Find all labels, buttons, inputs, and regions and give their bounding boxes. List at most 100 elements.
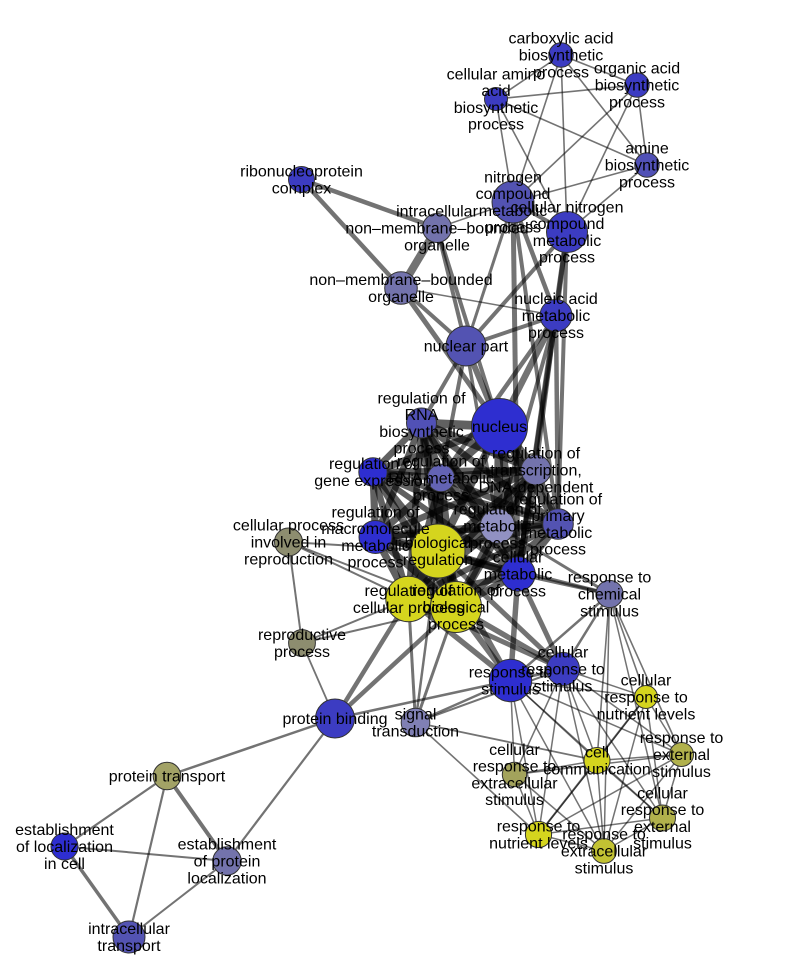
svg-text:metabolic: metabolic <box>522 308 590 325</box>
svg-text:DNA-dependent: DNA-dependent <box>479 479 594 496</box>
svg-text:complex: complex <box>272 180 332 197</box>
svg-text:response to: response to <box>568 570 652 587</box>
svg-text:cellular: cellular <box>637 785 688 802</box>
svg-text:metabolic: metabolic <box>463 519 531 536</box>
svg-text:stimulus: stimulus <box>534 678 593 695</box>
svg-text:compound: compound <box>530 216 605 233</box>
svg-text:cellular: cellular <box>621 673 672 690</box>
svg-text:regulation of: regulation of <box>492 446 581 463</box>
svg-text:metabolic: metabolic <box>533 233 601 250</box>
svg-text:regulation of: regulation of <box>331 504 420 521</box>
svg-text:reproductive: reproductive <box>258 627 346 644</box>
svg-text:process: process <box>469 535 525 552</box>
svg-text:process: process <box>468 117 524 134</box>
svg-text:process: process <box>274 644 330 661</box>
svg-text:transport: transport <box>97 938 161 955</box>
svg-text:process: process <box>530 542 586 559</box>
svg-text:stimulus: stimulus <box>580 603 639 620</box>
svg-text:process: process <box>393 441 449 458</box>
svg-text:cellular: cellular <box>538 645 589 662</box>
svg-text:metabolic: metabolic <box>341 538 409 555</box>
svg-text:carboxylic acid: carboxylic acid <box>509 31 614 48</box>
svg-text:non–membrane–bounded: non–membrane–bounded <box>345 221 528 238</box>
svg-text:process: process <box>619 174 675 191</box>
svg-text:compound: compound <box>476 186 551 203</box>
svg-text:biosynthetic: biosynthetic <box>595 78 680 95</box>
svg-text:biosynthetic: biosynthetic <box>454 100 539 117</box>
svg-text:non–membrane–bounded: non–membrane–bounded <box>309 272 492 289</box>
svg-text:process: process <box>528 325 584 342</box>
svg-text:primary: primary <box>531 508 584 525</box>
svg-text:response to: response to <box>604 690 688 707</box>
svg-text:biosynthetic: biosynthetic <box>605 158 690 175</box>
svg-text:nutrient levels: nutrient levels <box>489 835 588 852</box>
svg-text:RNA: RNA <box>405 407 439 424</box>
svg-text:nucleus: nucleus <box>472 419 527 436</box>
svg-text:stimulus: stimulus <box>575 860 634 877</box>
svg-text:establishment: establishment <box>178 837 277 854</box>
svg-text:macromolecule: macromolecule <box>321 521 430 538</box>
svg-text:communication: communication <box>543 761 651 778</box>
svg-text:nucleic acid: nucleic acid <box>514 291 598 308</box>
svg-text:involved in: involved in <box>251 535 327 552</box>
svg-text:metabolic: metabolic <box>484 567 552 584</box>
svg-text:ribonucleoprotein: ribonucleoprotein <box>240 164 363 181</box>
svg-text:process: process <box>539 250 595 267</box>
svg-text:process: process <box>609 94 665 111</box>
svg-text:metabolic: metabolic <box>479 203 547 220</box>
svg-text:cellular process: cellular process <box>353 600 464 617</box>
svg-text:transcription,: transcription, <box>490 463 582 480</box>
svg-text:amine: amine <box>625 141 669 158</box>
svg-text:intracellular: intracellular <box>396 204 478 221</box>
svg-text:metabolic: metabolic <box>524 525 592 542</box>
svg-text:extracellular: extracellular <box>561 844 648 861</box>
svg-text:external: external <box>653 747 710 764</box>
svg-text:regulation of: regulation of <box>364 583 453 600</box>
svg-text:regulation of: regulation of <box>412 583 501 600</box>
svg-text:regulation of: regulation of <box>453 502 542 519</box>
svg-text:chemical: chemical <box>578 587 641 604</box>
svg-text:organelle: organelle <box>404 237 470 254</box>
svg-text:cellular process: cellular process <box>233 518 344 535</box>
svg-text:cellular: cellular <box>489 742 540 759</box>
svg-text:stimulus: stimulus <box>652 764 711 781</box>
svg-text:process: process <box>533 64 589 81</box>
svg-text:in cell: in cell <box>44 856 85 873</box>
svg-text:intracellular: intracellular <box>88 921 170 938</box>
svg-text:nuclear part: nuclear part <box>424 339 509 356</box>
svg-text:regulation: regulation <box>403 552 473 569</box>
svg-text:extracellular: extracellular <box>471 775 558 792</box>
svg-text:of localization: of localization <box>16 839 113 856</box>
svg-text:gene expression: gene expression <box>314 473 431 490</box>
svg-text:biosynthetic: biosynthetic <box>379 424 464 441</box>
svg-text:response to: response to <box>640 730 724 747</box>
svg-text:regulation of: regulation of <box>397 454 486 471</box>
svg-text:protein binding: protein binding <box>283 711 388 728</box>
svg-text:nutrient levels: nutrient levels <box>597 706 696 723</box>
svg-text:protein transport: protein transport <box>109 769 226 786</box>
svg-text:process: process <box>347 555 403 572</box>
svg-text:response to: response to <box>469 665 553 682</box>
svg-text:stimulus: stimulus <box>481 681 540 698</box>
svg-text:signal: signal <box>395 707 437 724</box>
svg-text:cellular nitrogen: cellular nitrogen <box>511 199 624 216</box>
svg-text:regulation of: regulation of <box>377 390 466 407</box>
svg-text:process: process <box>485 220 541 237</box>
svg-text:RNA metabolic: RNA metabolic <box>388 471 494 488</box>
svg-text:cellular amino: cellular amino <box>447 66 546 83</box>
svg-text:response to: response to <box>521 662 605 679</box>
svg-text:organic acid: organic acid <box>594 61 680 78</box>
svg-text:organelle: organelle <box>368 289 434 306</box>
svg-text:response to: response to <box>562 827 646 844</box>
svg-text:process: process <box>413 487 469 504</box>
svg-text:nitrogen: nitrogen <box>484 169 542 186</box>
svg-text:stimulus: stimulus <box>485 792 544 809</box>
svg-text:of protein: of protein <box>194 854 261 871</box>
svg-text:cell: cell <box>585 745 609 762</box>
svg-text:biological: biological <box>405 535 472 552</box>
svg-text:regulation of: regulation of <box>514 491 603 508</box>
svg-text:biological: biological <box>423 600 490 617</box>
svg-text:stimulus: stimulus <box>633 836 692 853</box>
svg-text:reproduction: reproduction <box>244 551 333 568</box>
svg-text:process: process <box>428 616 484 633</box>
